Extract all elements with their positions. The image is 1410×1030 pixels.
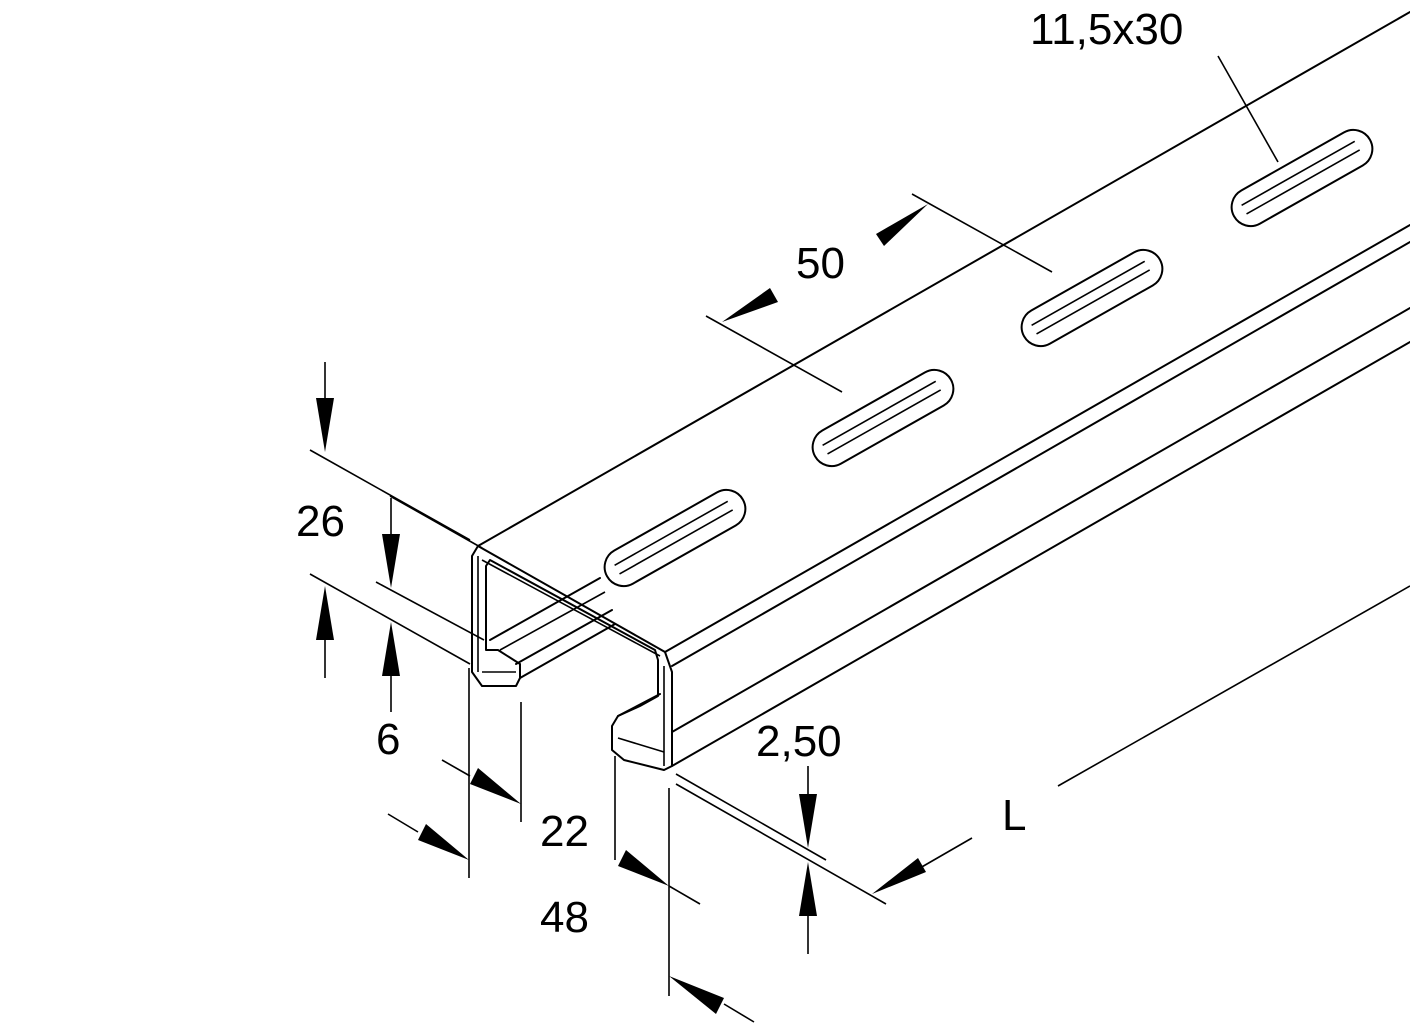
lip-arrow-top (382, 534, 400, 588)
inner-top-line (481, 559, 661, 657)
lip-ext-top (389, 495, 483, 549)
height-ext-top (309, 449, 471, 541)
slot-1 (603, 488, 747, 588)
slots (603, 128, 1374, 588)
slot-4 (1230, 128, 1374, 228)
lip-right-line (617, 737, 665, 753)
left-lip-bottom (519, 623, 616, 679)
width-label: 48 (540, 893, 589, 942)
opening-arrow-left (418, 824, 469, 860)
thickness-ext-top (675, 773, 827, 861)
lip-ext-bottom (375, 581, 485, 641)
front-bottom-edge (671, 341, 1410, 767)
pitch-arrow-left (722, 288, 778, 322)
slot-size-leader (1217, 55, 1279, 163)
lip-arrow-bottom (382, 622, 400, 676)
dimension-lines (309, 55, 1410, 1023)
pitch-ext-left (705, 315, 843, 393)
thickness-ext-bottom (675, 783, 887, 905)
width-arrow-b (669, 976, 724, 1014)
slot-opening-label: 22 (540, 807, 589, 856)
width-dim-b (723, 1003, 755, 1023)
width-arrow-a (618, 850, 669, 886)
pitch-ext-right (911, 193, 1053, 273)
slot-3 (1020, 248, 1164, 348)
width-dim-a (668, 885, 701, 905)
height-arrow-bottom (316, 586, 334, 640)
channel-profile (471, 11, 1410, 771)
top-front-edge-2 (671, 241, 1410, 667)
right-lip-top (617, 693, 661, 717)
opening-dim-b (387, 813, 419, 833)
length-dim-left (919, 837, 973, 869)
height-ext-bottom (309, 573, 471, 665)
length-label: L (1002, 791, 1026, 840)
slot-size-label: 11,5x30 (1030, 5, 1183, 54)
front-lower-edge (671, 307, 1410, 733)
pitch-arrow-right (876, 204, 928, 246)
height-label: 26 (296, 497, 345, 546)
slot-pitch-label: 50 (796, 239, 845, 288)
dimension-labels: 11,5x30 50 26 6 22 48 2,50 L (296, 5, 1183, 942)
left-lip-mid (499, 591, 606, 651)
slot-2 (811, 368, 955, 468)
length-dim-right (1057, 585, 1410, 787)
left-lip-inner (515, 609, 613, 665)
thickness-arrow-top (799, 794, 817, 848)
top-front-edge (664, 224, 1410, 653)
length-arrow (872, 858, 926, 894)
thickness-label: 2,50 (756, 717, 842, 766)
opening-arrow-right (470, 768, 521, 804)
opening-dim-a (441, 759, 471, 777)
top-back-edge (477, 11, 1410, 547)
height-arrow-top (316, 398, 334, 452)
lip-depth-label: 6 (376, 715, 400, 764)
thickness-arrow-bottom (799, 862, 817, 916)
left-lip-top (489, 577, 601, 641)
